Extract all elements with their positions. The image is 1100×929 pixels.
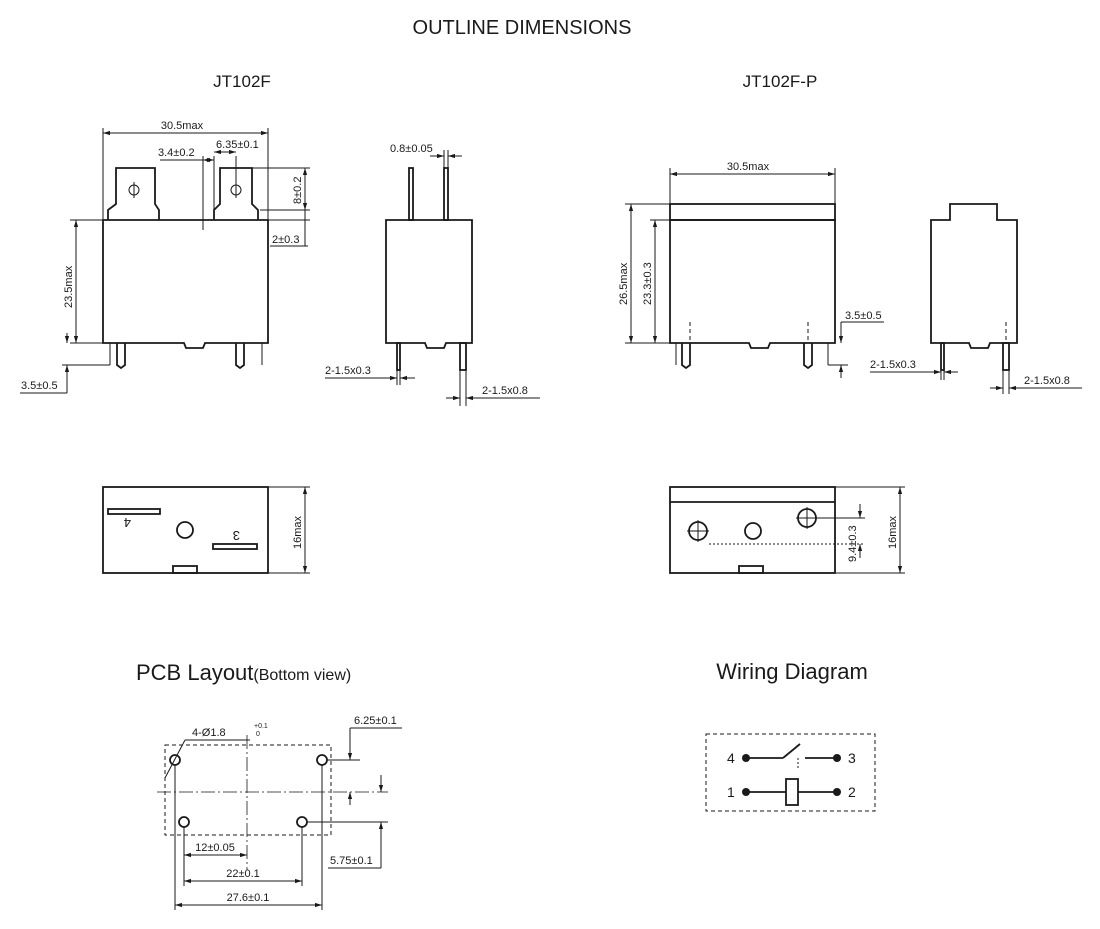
jt102f-tab-offset: 3.4±0.2 — [158, 147, 195, 159]
terminal-4-label: 4 — [124, 515, 131, 530]
jt102f-tab-pitch: 6.35±0.1 — [216, 139, 259, 151]
pcb-layout: PCB Layout(Bottom view) 4-Ø1.8 +0.1 0 6.… — [136, 660, 402, 910]
pcb-bottom-offset: 5.75±0.1 — [330, 855, 373, 867]
jt102fp-hole-pitch: 9.4±0.3 — [847, 525, 859, 562]
wiring-pin-4: 4 — [727, 750, 735, 766]
pcb-pitch-total: 27.6±0.1 — [227, 892, 270, 904]
jt102f-pin-a: 2-1.5x0.3 — [325, 365, 371, 377]
jt102fp-total-height: 26.5max — [618, 262, 630, 305]
svg-text:4-Ø1.8: 4-Ø1.8 — [192, 727, 226, 739]
jt102f-depth: 16max — [292, 515, 304, 549]
wiring-pin-1: 1 — [727, 784, 735, 800]
jt102f-pin-length: 3.5±0.5 — [21, 380, 58, 392]
jt102fp-front-view: JT102F-P 30.5max 26.5max 23.3±0.3 3.5±0.… — [618, 72, 884, 378]
pcb-tol-plus: +0.1 — [254, 723, 268, 730]
wiring-title: Wiring Diagram — [716, 659, 868, 684]
jt102f-tab-step: 2±0.3 — [272, 234, 299, 246]
jt102f-label: JT102F — [213, 72, 271, 91]
jt102fp-pin-a: 2-1.5x0.3 — [870, 359, 916, 371]
jt102f-top-view: 4 3 16max — [102, 486, 310, 574]
jt102f-width: 30.5max — [161, 120, 204, 132]
jt102fp-depth: 16max — [887, 515, 899, 549]
jt102fp-label: JT102F-P — [743, 72, 818, 91]
pcb-subtitle: (Bottom view) — [253, 667, 351, 684]
jt102fp-pin-length: 3.5±0.5 — [845, 310, 882, 322]
jt102fp-body-height: 23.3±0.3 — [642, 262, 654, 305]
jt102f-body-height: 23.5max — [63, 265, 75, 308]
jt102f-tab-height: 8±0.2 — [292, 177, 304, 204]
pcb-pitch-small: 12±0.05 — [195, 842, 235, 854]
jt102fp-width: 30.5max — [727, 161, 770, 173]
pcb-pitch-mid: 22±0.1 — [226, 868, 260, 880]
jt102f-side-view: 0.8±0.05 2-1.5x0.3 2-1.5x0.8 — [325, 143, 540, 406]
page-title: OUTLINE DIMENSIONS — [413, 17, 632, 39]
pcb-top-offset: 6.25±0.1 — [354, 715, 397, 727]
jt102f-front-view: JT102F 30.5max 3.4±0.2 6.35±0.1 8±0.2 — [20, 72, 310, 394]
jt102f-pin-thickness: 0.8±0.05 — [390, 143, 433, 155]
terminal-3-label: 3 — [233, 528, 240, 543]
wiring-diagram: Wiring Diagram 4 3 1 2 — [705, 659, 876, 812]
pcb-tol-minus: 0 — [256, 731, 260, 738]
jt102fp-side-view: 2-1.5x0.3 2-1.5x0.8 — [870, 203, 1082, 394]
jt102f-pin-b: 2-1.5x0.8 — [482, 385, 528, 397]
wiring-pin-3: 3 — [848, 750, 856, 766]
pcb-title: PCB Layout — [136, 660, 253, 685]
jt102fp-top-view: 9.4±0.3 16max — [669, 486, 905, 574]
jt102fp-pin-b: 2-1.5x0.8 — [1024, 375, 1070, 387]
pcb-hole-spec: 4-Ø1.8 — [192, 727, 226, 739]
wiring-pin-2: 2 — [848, 784, 856, 800]
svg-text:PCB Layout(Bottom view): PCB Layout(Bottom view) — [136, 660, 351, 685]
